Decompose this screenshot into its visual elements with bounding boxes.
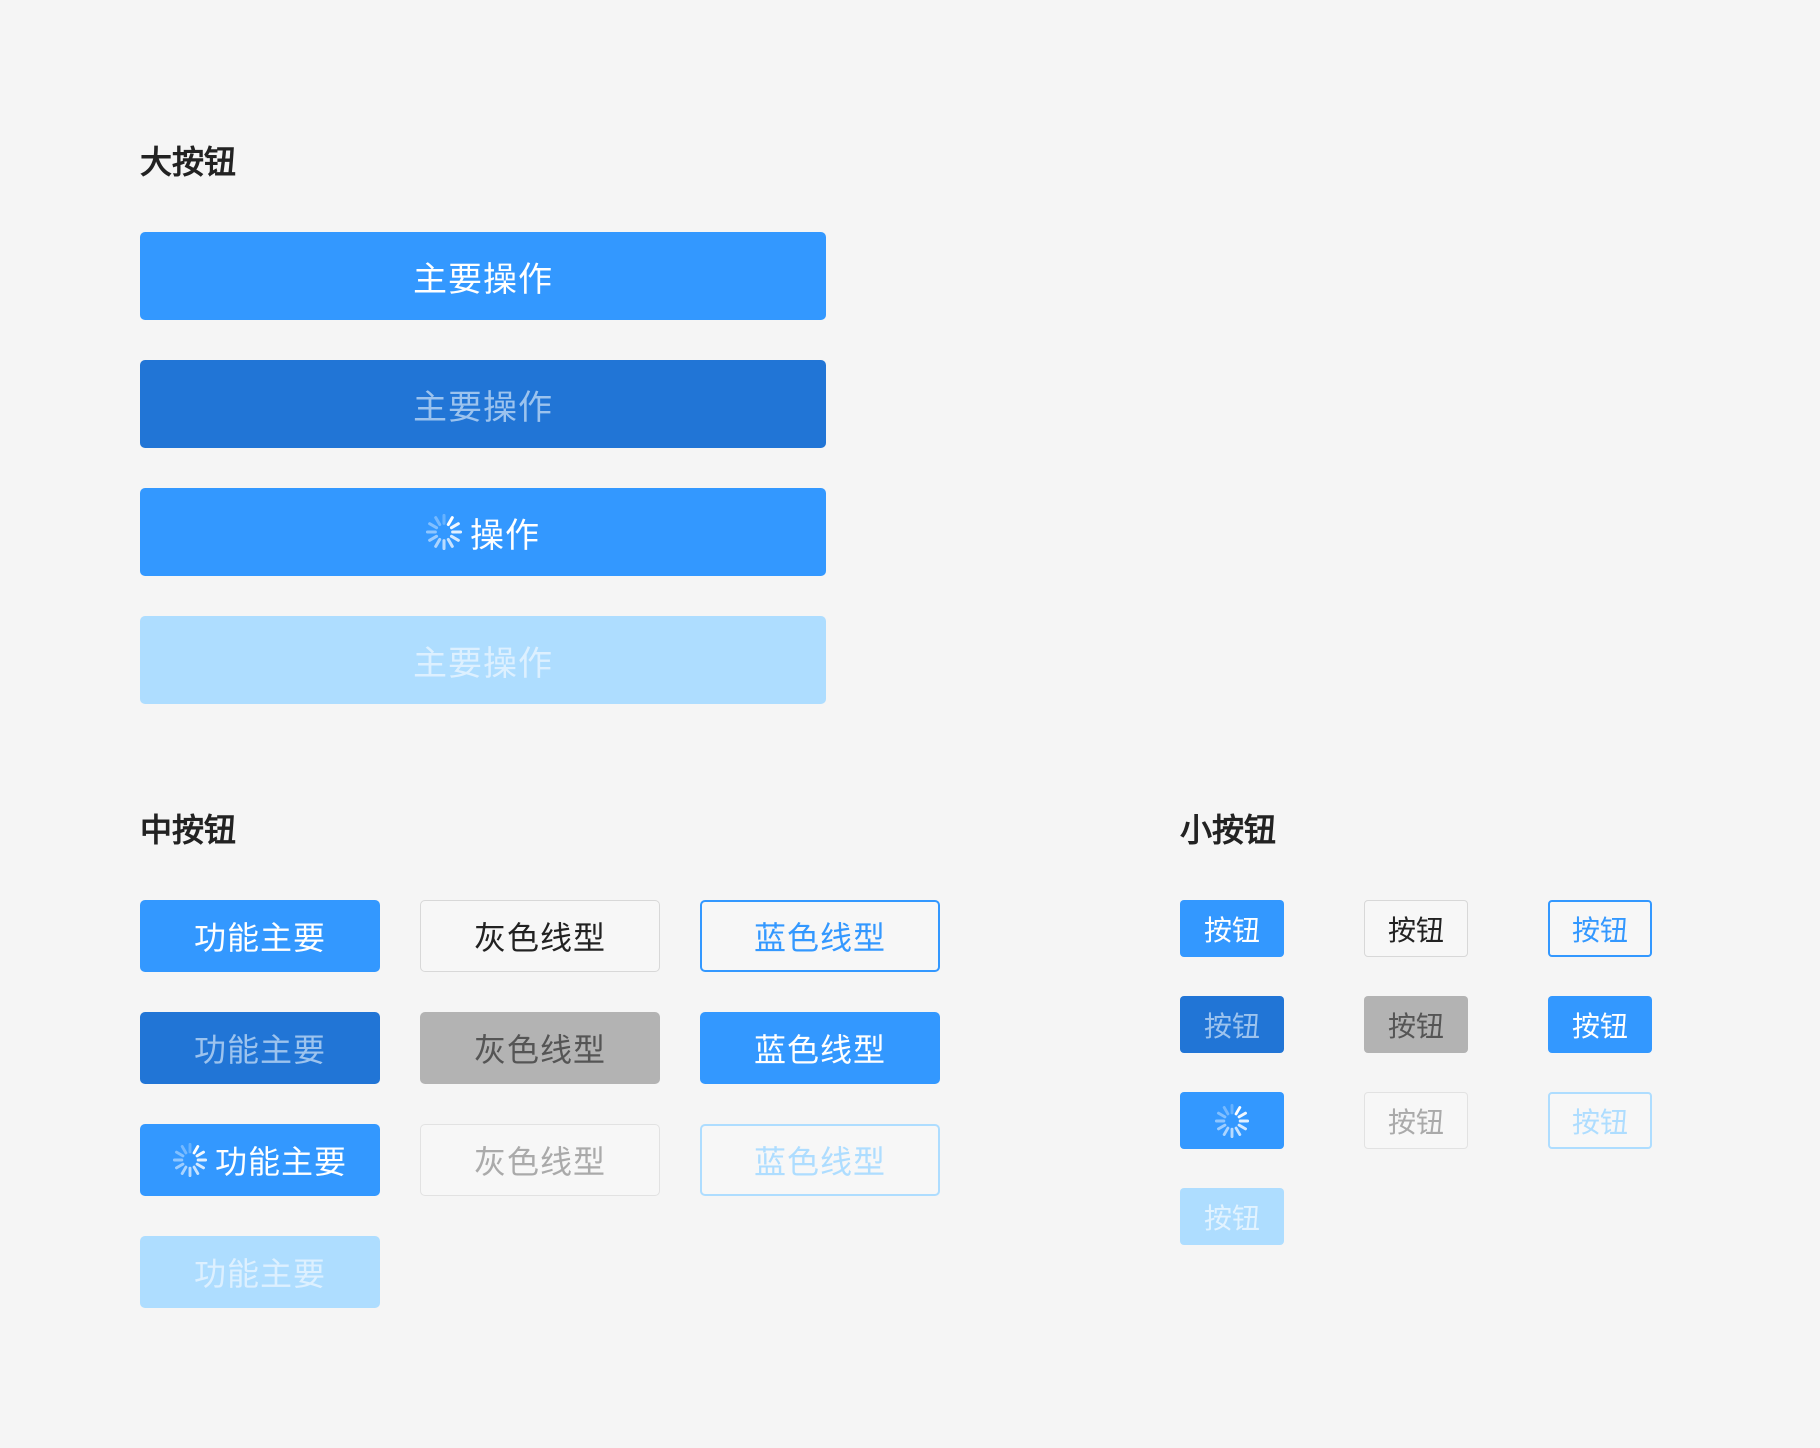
small-primary-button-loading[interactable]: [1180, 1092, 1284, 1149]
medium-gray-outline-button[interactable]: 灰色线型: [420, 900, 660, 972]
medium-primary-button-disabled: 功能主要: [140, 1236, 380, 1308]
medium-blue-outline-button-active[interactable]: 蓝色线型: [700, 1012, 940, 1084]
small-blue-outline-button-active[interactable]: 按钮: [1548, 996, 1652, 1053]
button-label: 功能主要: [193, 1255, 326, 1293]
small-gray-outline-button-active[interactable]: 按钮: [1364, 996, 1468, 1053]
medium-primary-button-active[interactable]: 功能主要: [140, 1012, 380, 1084]
loading-spinner-icon: [426, 514, 462, 550]
button-label: 按钮: [1203, 1009, 1260, 1043]
button-label: 灰色线型: [473, 919, 606, 957]
button-label: 操作: [470, 515, 540, 556]
small-buttons-title: 小按钮: [1180, 811, 1277, 849]
loading-spinner-icon: [1215, 1103, 1249, 1138]
button-label: 蓝色线型: [753, 919, 886, 957]
button-label: 功能主要: [193, 1031, 326, 1069]
large-primary-button-disabled: 主要操作: [140, 616, 826, 704]
button-label: 按钮: [1387, 1105, 1444, 1139]
button-label: 主要操作: [413, 259, 553, 300]
small-primary-button-active[interactable]: 按钮: [1180, 996, 1284, 1053]
button-label: 蓝色线型: [753, 1031, 886, 1069]
large-primary-button[interactable]: 主要操作: [140, 232, 826, 320]
small-gray-outline-button-disabled: 按钮: [1364, 1092, 1468, 1149]
medium-gray-outline-button-disabled: 灰色线型: [420, 1124, 660, 1196]
large-primary-button-active[interactable]: 主要操作: [140, 360, 826, 448]
medium-blue-outline-button[interactable]: 蓝色线型: [700, 900, 940, 972]
small-gray-outline-button[interactable]: 按钮: [1364, 900, 1468, 957]
button-label: 主要操作: [413, 643, 553, 684]
button-label: 蓝色线型: [753, 1143, 886, 1181]
button-label: 灰色线型: [473, 1031, 606, 1069]
small-primary-button[interactable]: 按钮: [1180, 900, 1284, 957]
medium-primary-button-loading[interactable]: 功能主要: [140, 1124, 380, 1196]
medium-primary-button[interactable]: 功能主要: [140, 900, 380, 972]
button-label: 功能主要: [214, 1143, 347, 1181]
button-label: 按钮: [1571, 913, 1628, 947]
button-label: 主要操作: [413, 387, 553, 428]
button-label: 按钮: [1571, 1105, 1628, 1139]
button-label: 按钮: [1203, 1201, 1260, 1235]
loading-spinner-icon: [172, 1143, 207, 1177]
small-blue-outline-button-disabled: 按钮: [1548, 1092, 1652, 1149]
button-label: 按钮: [1387, 913, 1444, 947]
button-label: 按钮: [1387, 1009, 1444, 1043]
medium-buttons-title: 中按钮: [140, 811, 237, 849]
medium-gray-outline-button-active[interactable]: 灰色线型: [420, 1012, 660, 1084]
button-label: 按钮: [1571, 1009, 1628, 1043]
large-buttons-title: 大按钮: [140, 143, 237, 181]
button-label: 功能主要: [193, 919, 326, 957]
large-primary-button-loading[interactable]: 操作: [140, 488, 826, 576]
button-label: 灰色线型: [473, 1143, 606, 1181]
small-primary-button-disabled: 按钮: [1180, 1188, 1284, 1245]
button-label: 按钮: [1203, 913, 1260, 947]
medium-blue-outline-button-disabled: 蓝色线型: [700, 1124, 940, 1196]
small-blue-outline-button[interactable]: 按钮: [1548, 900, 1652, 957]
